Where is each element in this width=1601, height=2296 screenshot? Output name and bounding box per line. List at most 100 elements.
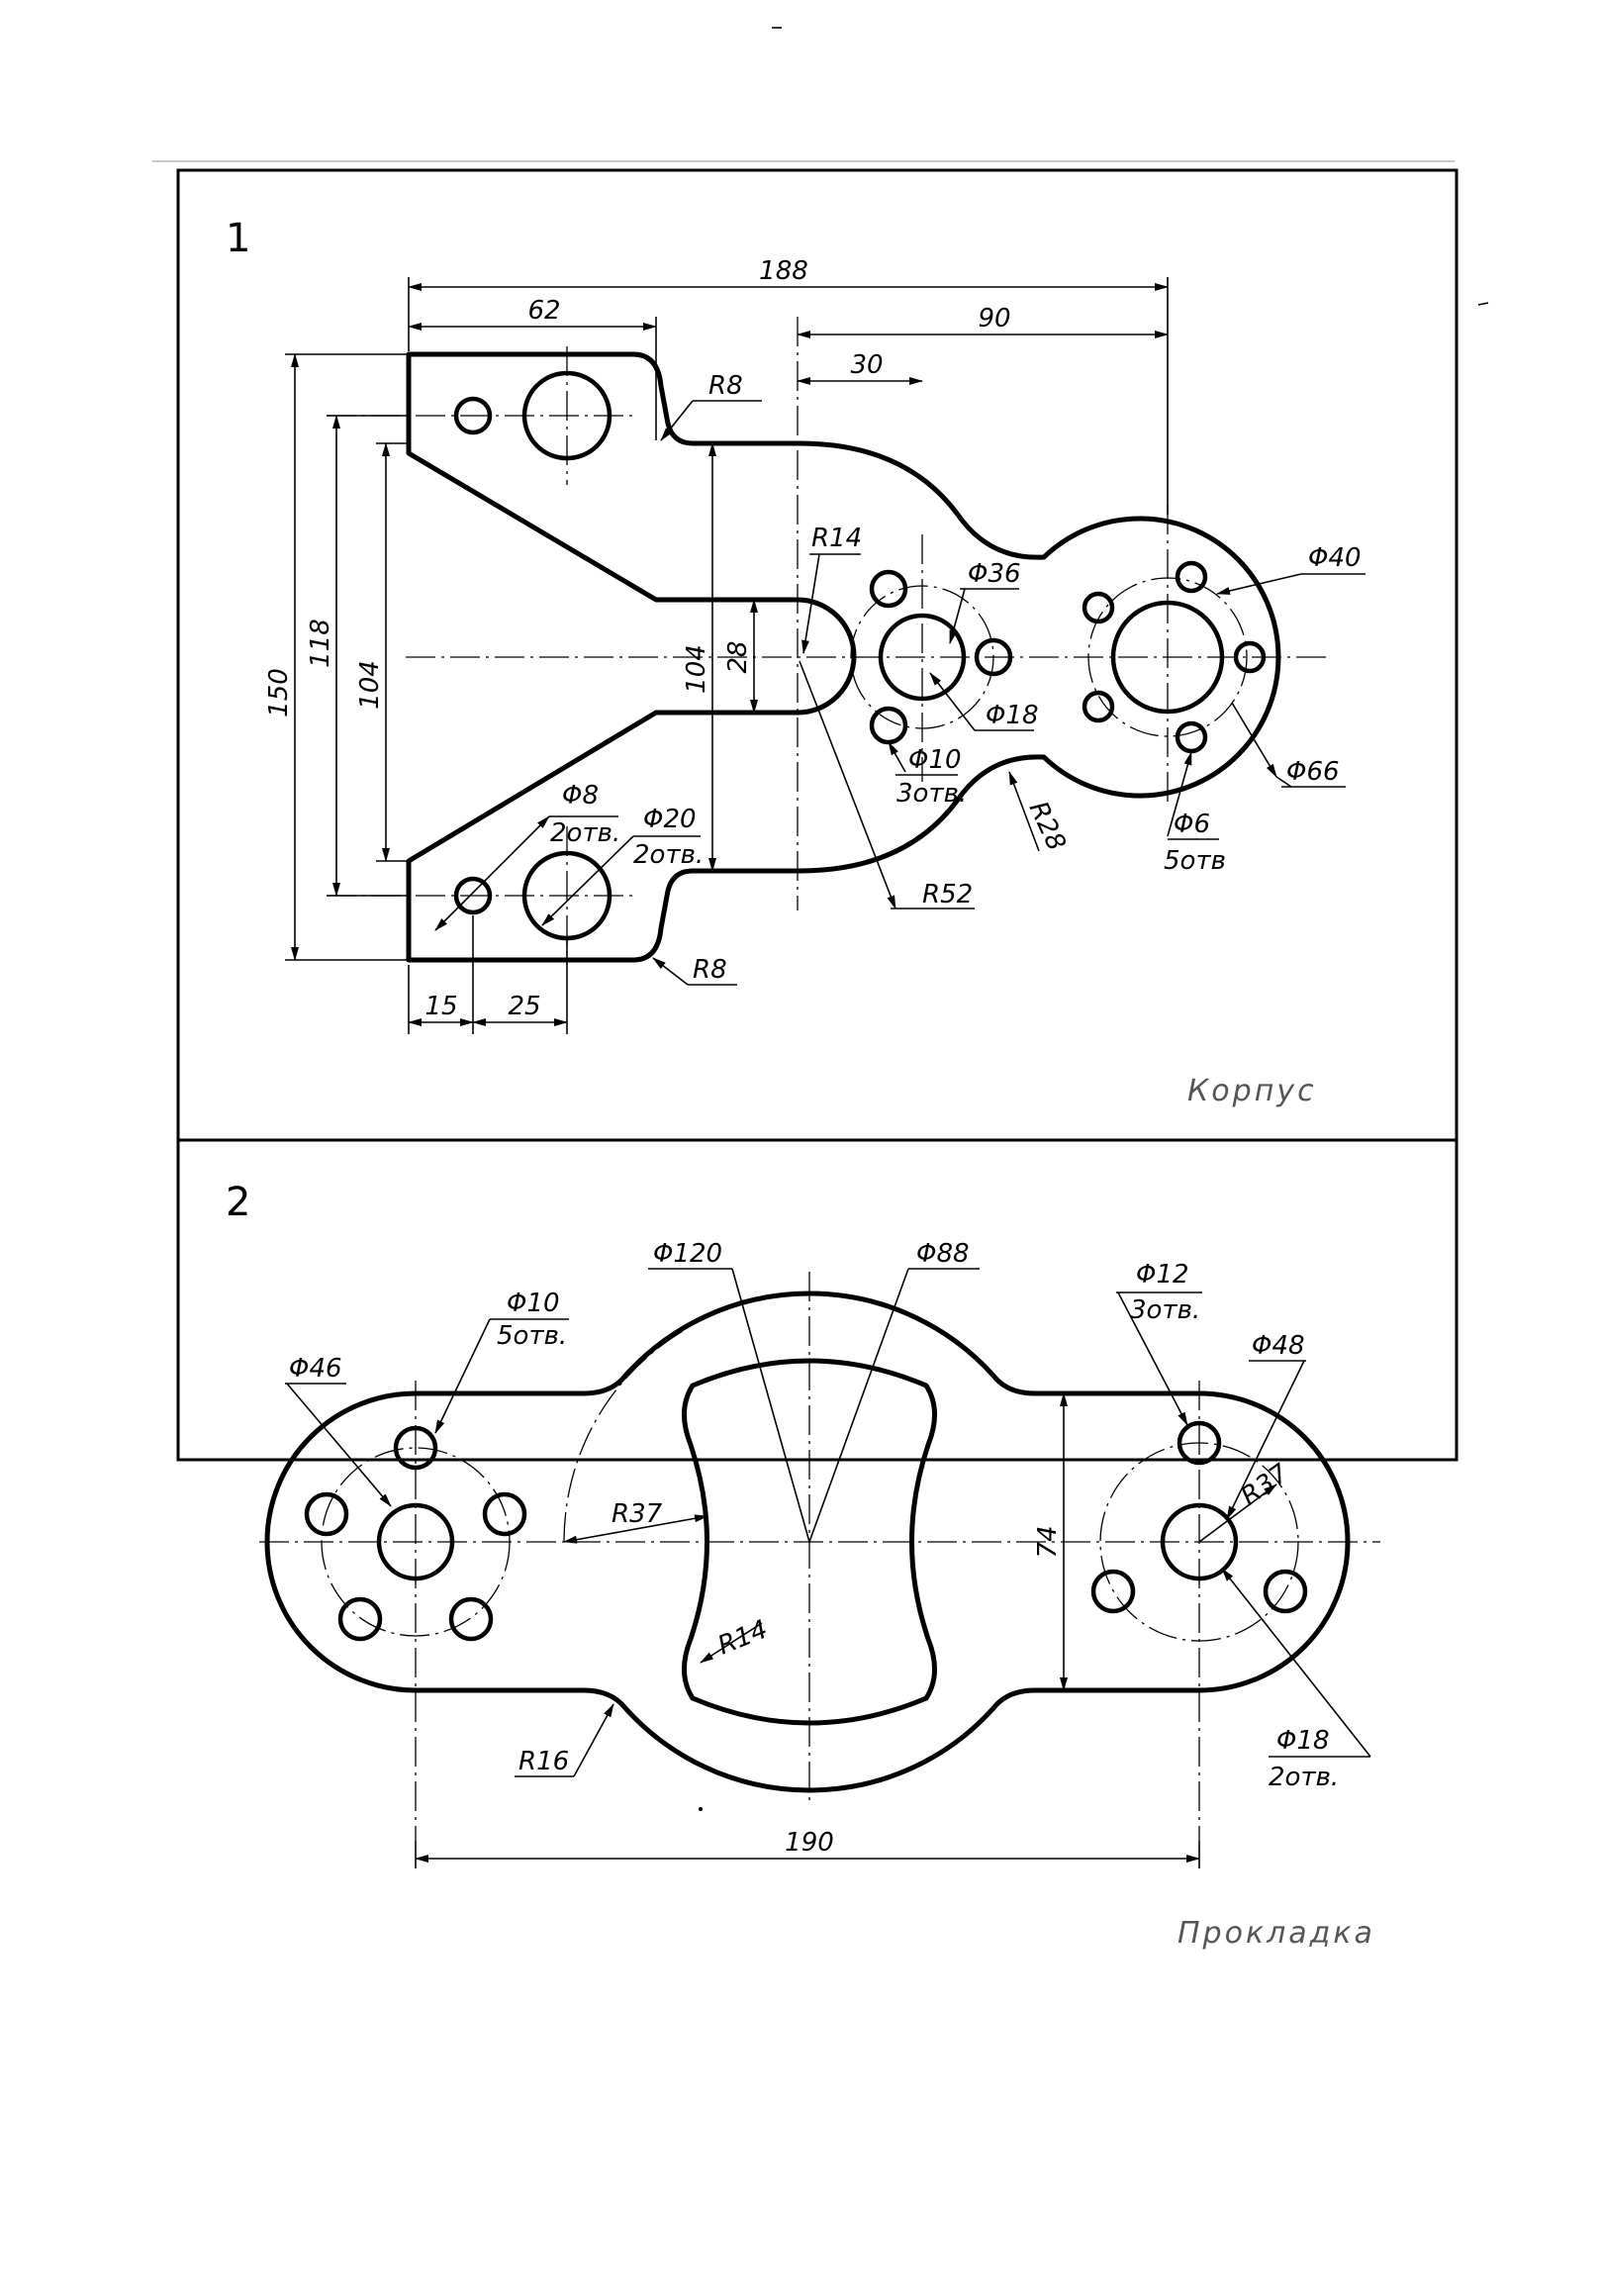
dim-25: 25 [508,992,540,1021]
hole-10 [337,1596,383,1642]
panel-caption: Прокладка [1177,1916,1375,1951]
leader [1117,1292,1188,1426]
hole-6 [1082,690,1115,723]
leader [1216,573,1302,595]
hole-10 [448,1596,494,1642]
diameter-18-count: 2отв. [1269,1763,1339,1792]
leader [660,400,694,441]
leader [1008,771,1040,852]
dim-104-right: 104 [682,644,711,694]
diameter-10-count: 5отв. [497,1321,567,1351]
dim-150: 150 [264,668,294,718]
leader [1231,702,1277,778]
dim-118: 118 [306,619,335,668]
diameter-10: Φ10 [507,1289,560,1318]
bolt-circle [850,585,994,729]
diameter-10-count: 3отв. [896,779,967,809]
leader [1221,1568,1371,1758]
dim-190: 190 [785,1828,834,1858]
radius-r8-bottom: R8 [693,955,727,985]
hole-12 [1177,1420,1222,1466]
stray-dot [699,1807,703,1811]
leader [888,741,906,773]
leader [731,1268,810,1543]
leader [434,1318,491,1434]
dim-188: 188 [759,256,808,286]
diameter-48: Φ48 [1252,1331,1305,1361]
radius-r16: R16 [518,1747,569,1776]
radius-r52: R52 [922,880,973,909]
hole-6 [1233,640,1267,674]
bolt-circle [1087,577,1248,737]
hole-10 [482,1491,527,1537]
hole-10 [304,1491,349,1537]
leader [541,835,634,926]
dim-28: 28 [723,640,753,673]
leader [1198,1483,1277,1543]
dim-62: 62 [527,296,560,326]
hole-8 [453,396,493,435]
radius-r37-right: R37 [1236,1459,1294,1512]
bolt-circle [1099,1442,1299,1642]
diameter-88: Φ88 [916,1239,970,1269]
hole-10 [974,637,1013,677]
construction-arc [563,1330,684,1543]
diameter-120: Φ120 [653,1239,722,1269]
hole-center-40 [1110,600,1225,715]
leader [700,1622,763,1664]
hole-6 [1175,720,1208,754]
panel-1: 1 [226,216,1366,1108]
leader [1167,751,1192,837]
panel-2: 2 Φ120 Φ88 Φ46 [226,1180,1380,1951]
diameter-8-count: 2отв. [550,818,620,848]
hole-10 [393,1425,438,1471]
part-outline [406,351,1281,963]
panel-caption: Корпус [1187,1074,1317,1108]
hole-center-18 [1160,1502,1239,1581]
leader [652,957,689,986]
leader [573,1703,614,1777]
leader [929,672,976,731]
dim-74: 74 [1033,1525,1063,1558]
leader [949,588,966,644]
diameter-20: Φ20 [643,805,697,834]
diameter-66: Φ66 [1286,757,1340,787]
diameter-12: Φ12 [1136,1260,1189,1290]
diameter-20-count: 2отв. [633,840,704,870]
dim-104-left: 104 [355,660,385,710]
leader [286,1383,392,1507]
dim-15: 15 [424,992,457,1021]
diameter-36: Φ36 [968,559,1021,589]
dim-30: 30 [850,350,883,380]
hole-20 [521,370,612,461]
leader [1275,776,1292,788]
leader [801,553,820,654]
leader [434,815,550,931]
leader [799,660,896,909]
leader [808,1268,909,1543]
radius-r14: R14 [811,524,862,553]
diameter-12-count: 3отв. [1130,1295,1200,1325]
radius-r14: R14 [713,1615,772,1662]
panel-number: 2 [226,1180,250,1225]
leader [563,1514,708,1544]
radius-r8-top: R8 [708,371,743,401]
hole-6 [1175,560,1208,594]
hole-10 [869,569,908,609]
panel-number: 1 [226,216,250,261]
diameter-46: Φ46 [289,1354,342,1384]
diameter-6-count: 5отв [1164,846,1226,876]
stray-mark [1477,302,1489,306]
hole-center-46 [376,1502,455,1581]
diameter-40: Φ40 [1308,543,1362,573]
hole-6 [1082,591,1115,624]
dim-90: 90 [978,304,1010,334]
hole-12 [1263,1569,1308,1614]
sheet-frame [176,168,1459,1462]
diameter-18: Φ18 [1276,1726,1330,1756]
radius-r37-left: R37 [612,1499,663,1529]
hole-12 [1090,1569,1136,1614]
diameter-18: Φ18 [986,701,1039,730]
hole-center-18 [878,613,967,702]
